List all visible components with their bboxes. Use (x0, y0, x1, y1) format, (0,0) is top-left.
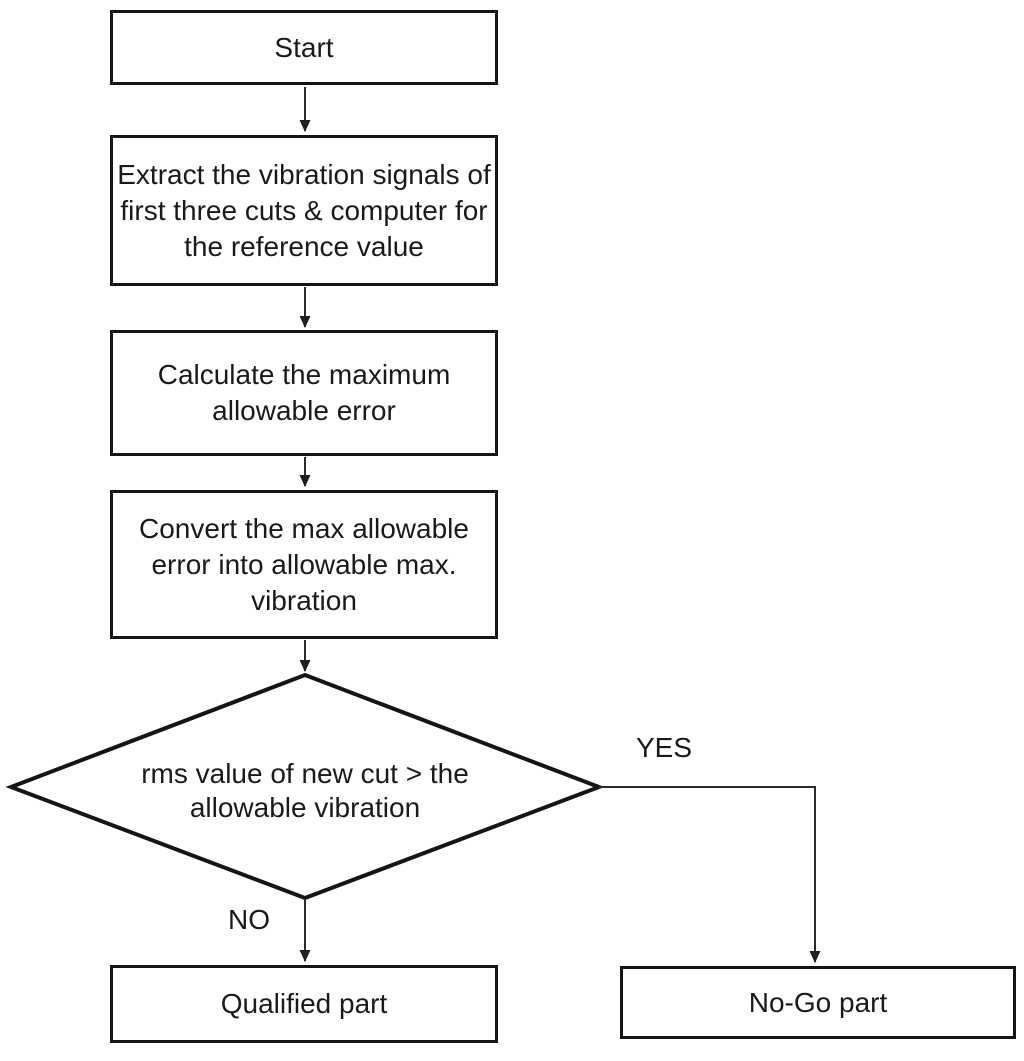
decision-diamond-shape (5, 672, 605, 901)
node-calculate-label: Calculate the maximum allowable error (157, 359, 451, 426)
node-convert-label: Convert the max allowable error into all… (139, 512, 469, 616)
node-nogo-label: No-Go part (748, 986, 888, 1018)
node-nogo: No-Go part (620, 966, 1016, 1039)
node-calculate: Calculate the maximum allowable error (110, 330, 498, 456)
node-extract: Extract the vibration signals of first t… (110, 135, 498, 286)
branch-label-yes: YES (636, 732, 693, 763)
node-decision-label: rms value of new cut > the allowable vib… (141, 758, 469, 823)
node-start-label: Start (274, 31, 334, 63)
node-start: Start (110, 10, 498, 85)
node-extract-label: Extract the vibration signals of first t… (117, 158, 491, 262)
node-qualified: Qualified part (110, 965, 498, 1043)
node-qualified-label: Qualified part (220, 988, 388, 1019)
branch-label-no: NO (228, 904, 270, 935)
node-decision: rms value of new cut > the allowable vib… (135, 755, 475, 827)
node-convert: Convert the max allowable error into all… (110, 490, 498, 639)
edge-decision-nogo (599, 786, 821, 963)
